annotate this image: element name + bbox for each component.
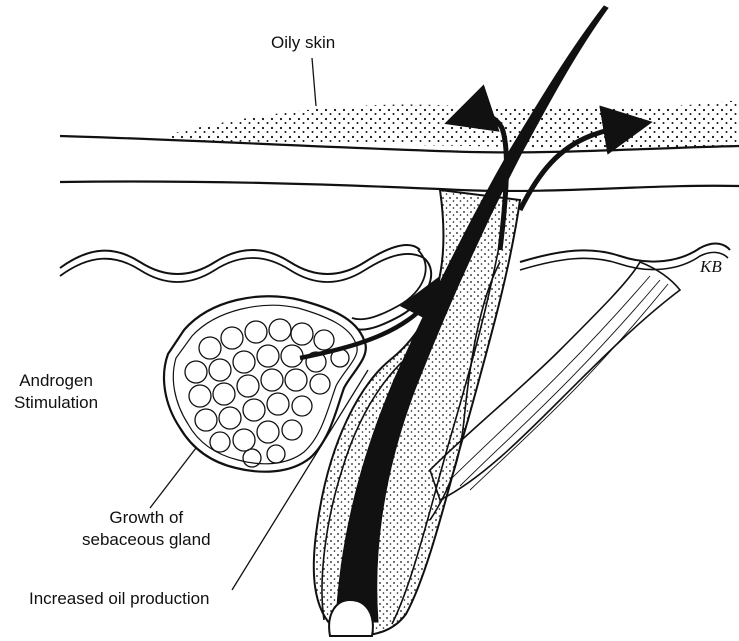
leader-oily-skin bbox=[312, 58, 316, 106]
epidermis-lower-line bbox=[60, 181, 739, 190]
label-oily-skin: Oily skin bbox=[271, 32, 335, 54]
label-growth-line2: sebaceous gland bbox=[82, 529, 211, 551]
dermis-wavy-line-right bbox=[520, 244, 730, 262]
artist-signature: KB bbox=[699, 257, 722, 276]
hair-bulb bbox=[329, 600, 373, 636]
label-androgen-stimulation: Androgen Stimulation bbox=[14, 370, 98, 414]
gland-duct-outline-inner bbox=[352, 250, 426, 319]
label-growth-sebaceous-gland: Growth of sebaceous gland bbox=[82, 507, 211, 551]
leader-growth-gland bbox=[150, 448, 196, 508]
label-androgen-line2: Stimulation bbox=[14, 392, 98, 414]
oil-film-layer bbox=[170, 100, 739, 149]
label-androgen-line1: Androgen bbox=[14, 370, 98, 392]
label-growth-line1: Growth of bbox=[82, 507, 211, 529]
label-increased-oil-production: Increased oil production bbox=[29, 588, 210, 610]
